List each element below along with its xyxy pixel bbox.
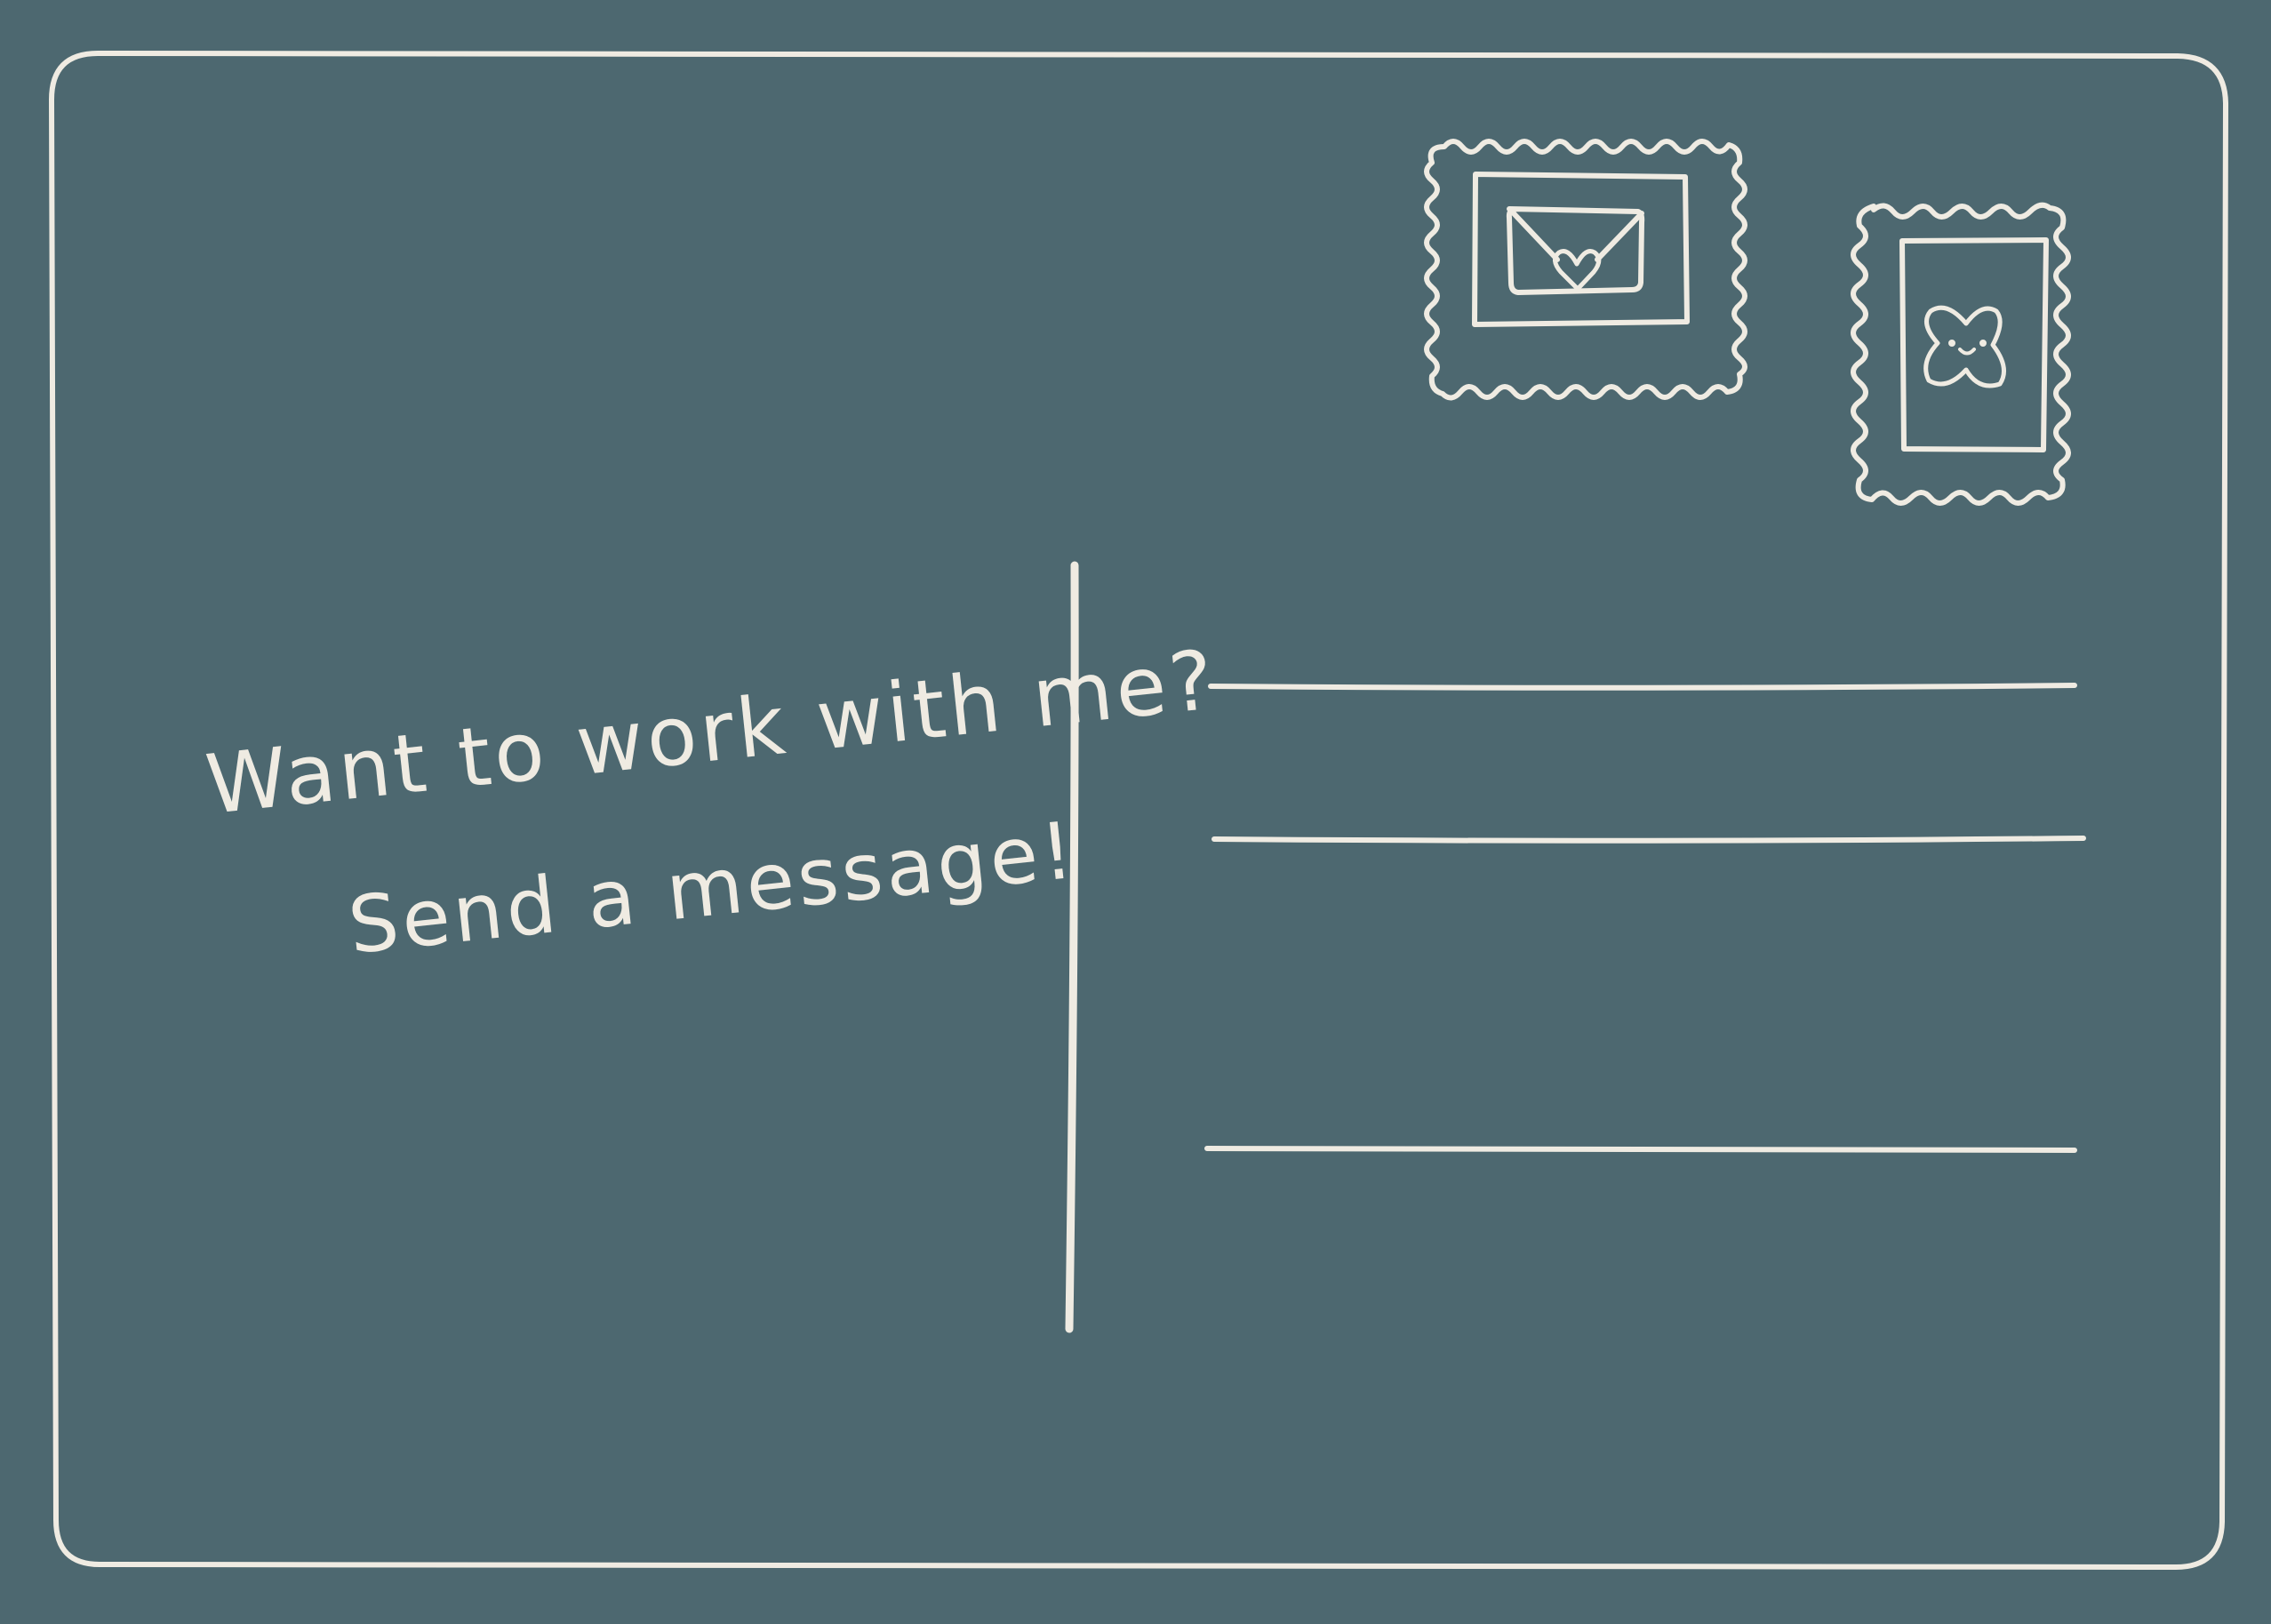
flower-stamp-icon (1851, 202, 2071, 506)
address-line-1 (1208, 683, 2077, 691)
divider-line (1065, 561, 1079, 1333)
address-line-2 (1211, 836, 2086, 844)
postcard-border (49, 51, 2228, 1570)
address-line-3 (1204, 1146, 2077, 1153)
envelope-stamp-icon (1424, 139, 1747, 401)
